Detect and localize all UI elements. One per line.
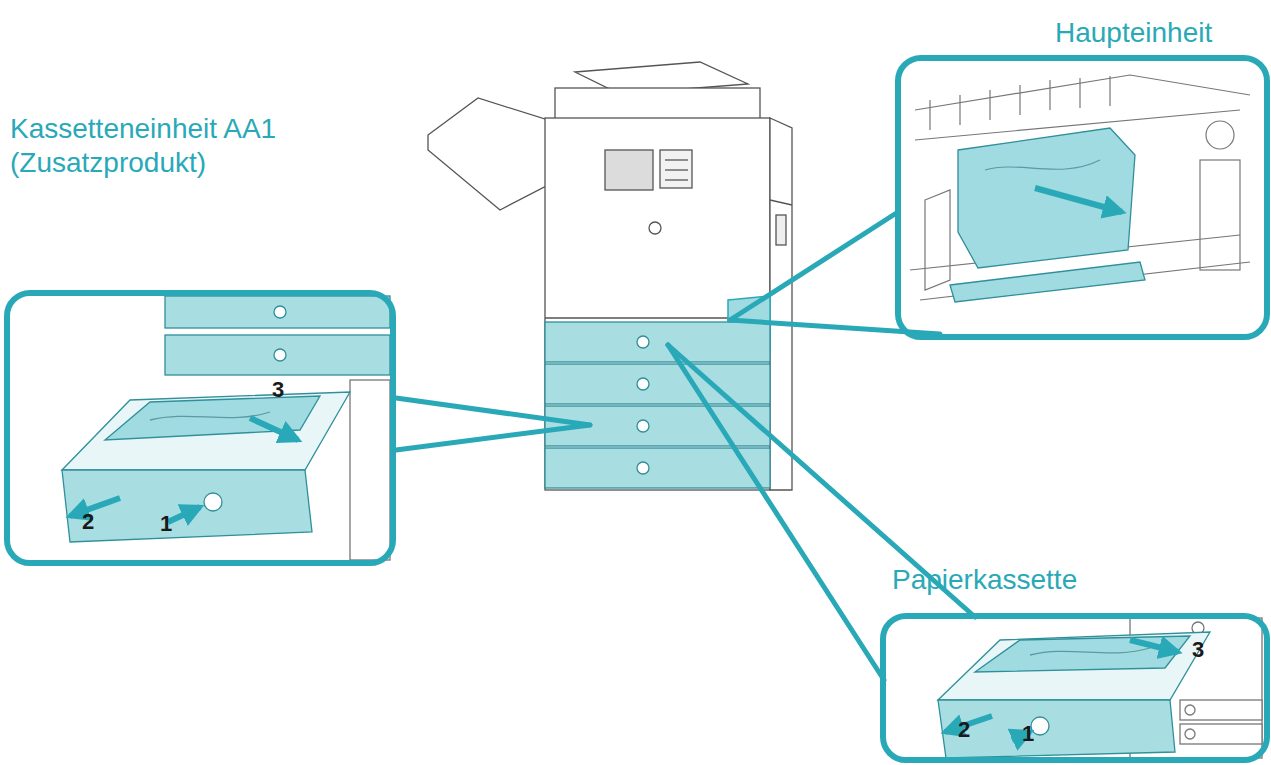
paper-cassette-drawing-part xyxy=(938,632,1210,700)
cassette-unit-drawing-part xyxy=(165,335,390,375)
paper-cassette-drawing-part xyxy=(1030,648,1150,655)
callout-number: 3 xyxy=(1192,638,1204,662)
printer xyxy=(428,62,792,490)
action-arrows-part xyxy=(250,418,298,440)
main-unit-interior-drawing-part xyxy=(1200,160,1240,270)
action-arrows-part xyxy=(168,507,200,522)
main-unit-interior-drawing-part xyxy=(925,190,950,290)
printer-part xyxy=(770,200,792,205)
jammed-paper-part xyxy=(985,160,1100,170)
printer-part xyxy=(555,88,760,120)
jammed-paper-part xyxy=(958,128,1135,268)
printer-part xyxy=(605,150,653,190)
printer-part xyxy=(665,159,688,160)
action-arrows-part xyxy=(1130,640,1178,652)
cassette-unit-drawing-part xyxy=(204,493,222,511)
paper-cassette-drawing-part xyxy=(1185,705,1195,715)
printer-part xyxy=(770,118,792,490)
printer-part xyxy=(665,169,688,170)
inset-heading: Kassetteneinheit AA1 (Zusatzprodukt) xyxy=(10,112,330,180)
main-unit-interior-drawing xyxy=(910,75,1250,300)
printer-part xyxy=(660,150,692,188)
printer-part xyxy=(545,118,770,490)
printer-part xyxy=(428,98,548,210)
action-arrows xyxy=(1035,188,1122,212)
inset-callout: Kassetteneinheit AA1 (Zusatzprodukt) 1 2 3 xyxy=(0,100,400,570)
printer-drawers-part xyxy=(637,336,649,348)
inset-heading: Haupteinheit xyxy=(1055,16,1265,50)
callout-number: 1 xyxy=(160,512,172,536)
cassette-unit-drawing xyxy=(62,296,390,560)
paper-cassette-drawing-part xyxy=(938,700,1175,758)
cassette-unit-drawing-part xyxy=(62,470,312,542)
inset-frame xyxy=(4,290,396,566)
callout-number: 2 xyxy=(82,510,94,534)
cassette-unit-drawing-part xyxy=(350,380,390,560)
action-arrows-part xyxy=(70,498,120,516)
printer-drawers-part xyxy=(545,364,770,404)
action-arrows xyxy=(70,418,298,522)
paper-cassette-drawing-part xyxy=(1180,700,1262,720)
cassette-unit-drawing-part xyxy=(274,349,286,361)
leader-lines-part xyxy=(396,398,590,425)
inset-frame xyxy=(895,55,1270,340)
action-arrows-part xyxy=(1035,188,1122,212)
printer-drawers-part xyxy=(545,322,770,362)
paper-cassette-drawing-part xyxy=(975,636,1190,672)
leader-lines-part xyxy=(668,345,884,680)
cassette-unit-drawing-part xyxy=(165,296,390,328)
leader-lines xyxy=(396,212,975,680)
main-unit-interior-drawing-part xyxy=(930,76,1110,130)
leader-lines-part xyxy=(730,212,898,320)
jammed-paper-part xyxy=(950,262,1145,302)
cassette-unit-drawing-part xyxy=(274,306,286,318)
printer-part xyxy=(665,179,688,180)
paper-cassette-drawing-part xyxy=(1180,724,1262,744)
callout-number: 1 xyxy=(1022,722,1034,746)
inset-heading: Papierkassette xyxy=(892,563,1192,597)
printer-drawers-part xyxy=(637,378,649,390)
inset-callout: Papierkassette 1 2 3 xyxy=(870,555,1270,765)
cassette-unit-drawing-part xyxy=(105,396,320,440)
printer-part xyxy=(776,215,786,245)
leader-lines-part xyxy=(396,425,590,450)
main-unit-interior-drawing-part xyxy=(915,75,1250,110)
main-unit-interior-drawing-part xyxy=(1206,121,1234,149)
callout-number: 2 xyxy=(958,718,970,742)
inset-frame xyxy=(880,613,1270,763)
cassette-unit-drawing-part xyxy=(62,392,350,470)
printer-part xyxy=(649,222,661,234)
callout-number: 3 xyxy=(272,378,284,402)
jammed-paper xyxy=(950,128,1145,302)
inset-callout: Haupteinheit xyxy=(880,10,1270,340)
printer-drawers-part xyxy=(637,462,649,474)
paper-cassette-drawing xyxy=(938,618,1262,758)
leader-lines-part xyxy=(730,320,940,334)
paper-cassette-drawing-part xyxy=(1185,729,1195,739)
printer-drawers-part xyxy=(637,420,649,432)
action-arrows xyxy=(945,640,1178,740)
